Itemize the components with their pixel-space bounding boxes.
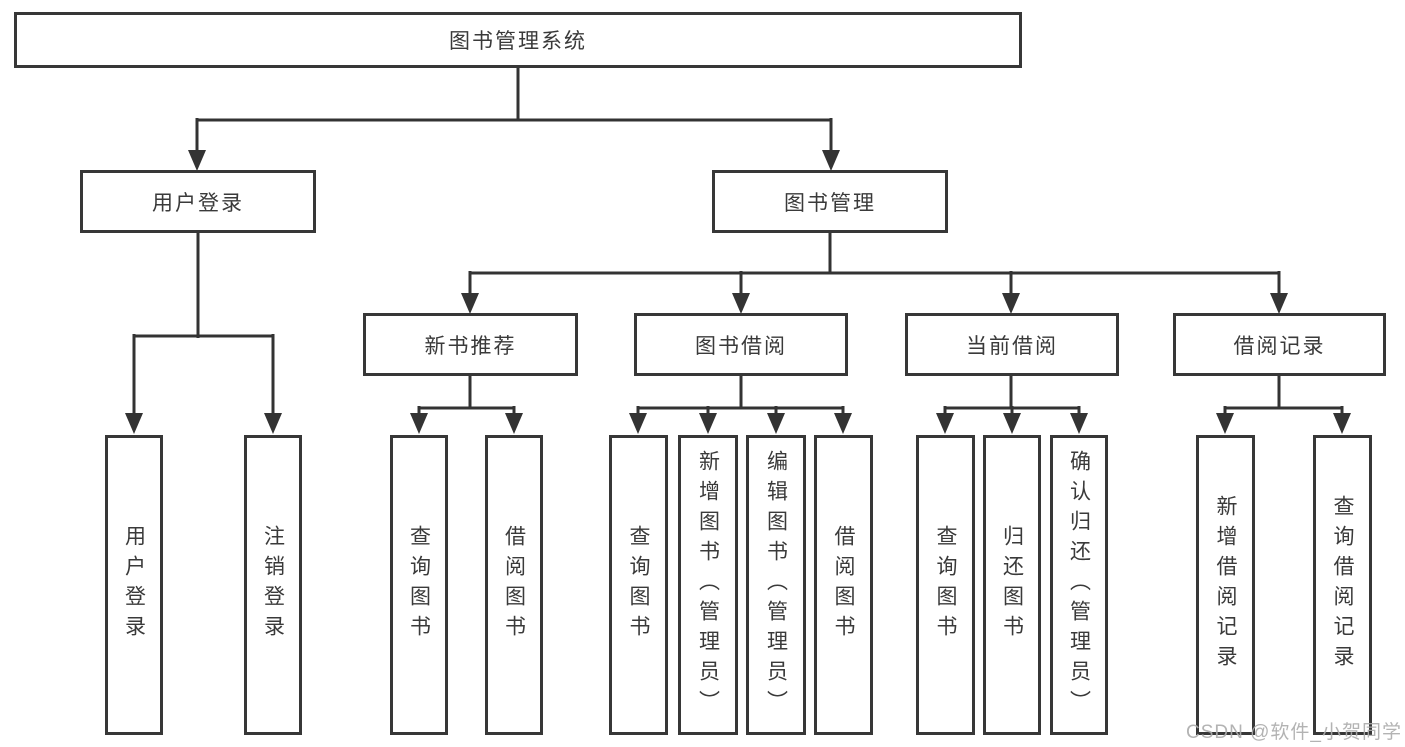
node-current-borrow: 当前借阅 bbox=[905, 313, 1119, 376]
node-new-books: 新书推荐 bbox=[363, 313, 578, 376]
leaf-newbooks-borrow: 借阅图书 bbox=[485, 435, 543, 735]
node-root: 图书管理系统 bbox=[14, 12, 1022, 68]
edges-borrow-records bbox=[1216, 376, 1351, 434]
leaf-records-add: 新增借阅记录 bbox=[1196, 435, 1255, 735]
leaf-current-query: 查询图书 bbox=[916, 435, 975, 735]
leaf-current-return: 归还图书 bbox=[983, 435, 1041, 735]
edges-book-mgmt bbox=[461, 233, 1288, 314]
leaf-borrow-add-admin: 新增图书（管理员） bbox=[678, 435, 738, 735]
leaf-current-confirm-admin: 确认归还（管理员） bbox=[1050, 435, 1108, 735]
leaf-newbooks-query: 查询图书 bbox=[390, 435, 448, 735]
leaf-borrow-edit-admin: 编辑图书（管理员） bbox=[746, 435, 806, 735]
leaf-user-login: 用户登录 bbox=[105, 435, 163, 735]
leaf-borrow-borrow: 借阅图书 bbox=[814, 435, 873, 735]
edges-book-borrow bbox=[629, 376, 852, 434]
node-book-mgmt: 图书管理 bbox=[712, 170, 948, 233]
leaf-logout: 注销登录 bbox=[244, 435, 302, 735]
leaf-borrow-query: 查询图书 bbox=[609, 435, 668, 735]
edges-current-borrow bbox=[936, 376, 1088, 434]
edges-user-login bbox=[125, 233, 282, 434]
edges-root bbox=[188, 68, 840, 171]
node-book-borrow: 图书借阅 bbox=[634, 313, 848, 376]
node-user-login: 用户登录 bbox=[80, 170, 316, 233]
leaf-records-query: 查询借阅记录 bbox=[1313, 435, 1372, 735]
watermark: CSDN @软件_小贺同学 bbox=[1186, 722, 1402, 743]
node-borrow-records: 借阅记录 bbox=[1173, 313, 1386, 376]
edges-new-books bbox=[410, 376, 523, 434]
